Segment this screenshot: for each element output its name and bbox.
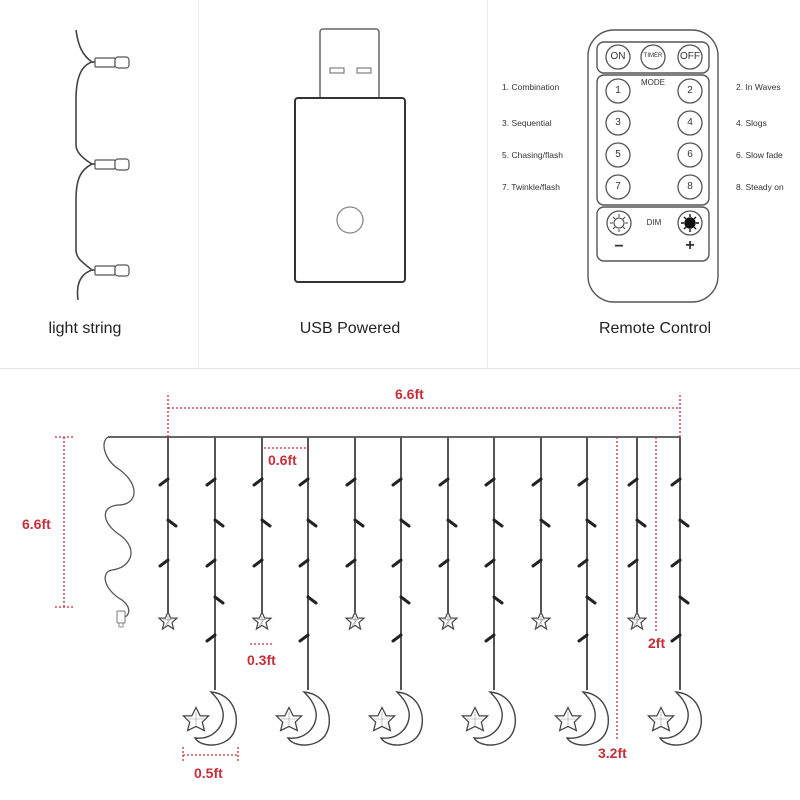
dim-down-sun-icon [610, 214, 628, 232]
mode-button-8: 8 [687, 181, 693, 192]
mode-desc-1: 1. Combination [502, 82, 560, 92]
mode-desc-3: 3. Sequential [502, 118, 552, 128]
caption-usb-powered: USB Powered [299, 320, 401, 337]
panel-divider [198, 0, 199, 368]
on-button: ON [610, 51, 626, 62]
dim-strand-spacing: 0.6ft [268, 452, 297, 468]
timer-button: TIMER [643, 53, 663, 59]
dim-star-width: 0.3ft [247, 652, 276, 668]
mode-button-1: 1 [615, 85, 621, 96]
dim-moon-width: 0.5ft [194, 765, 223, 781]
dim-minus-label: − [614, 238, 624, 255]
mode-desc-2: 2. In Waves [736, 82, 781, 92]
dim-short-strand: 2ft [648, 635, 666, 651]
caption-remote-control: Remote Control [598, 320, 712, 337]
mode-button-6: 6 [687, 149, 693, 160]
dim-up-sun-icon [681, 214, 699, 232]
mode-desc-4: 4. Slogs [736, 118, 767, 128]
mode-desc-8: 8. Steady on [736, 182, 784, 192]
dim-plus-label: + [685, 237, 695, 254]
off-button: OFF [680, 51, 700, 62]
mode-desc-6: 6. Slow fade [736, 150, 783, 160]
panel-divider [487, 0, 488, 368]
dim-long-strand: 3.2ft [598, 745, 627, 761]
mode-button-4: 4 [687, 117, 693, 128]
mode-desc-5: 5. Chasing/flash [502, 150, 563, 160]
mode-button-3: 3 [615, 117, 621, 128]
dim-total-width: 6.6ft [395, 386, 424, 402]
moon-star-ornaments [182, 691, 703, 746]
section-divider [0, 368, 800, 369]
dim-label: DIM [646, 218, 662, 227]
mode-button-7: 7 [615, 181, 621, 192]
caption-light-string: light string [48, 320, 122, 337]
mode-button-2: 2 [687, 85, 693, 96]
star-ornaments [158, 611, 647, 630]
mode-desc-7: 7. Twinkle/flash [502, 182, 560, 192]
mode-button-5: 5 [615, 149, 621, 160]
dim-total-height: 6.6ft [22, 516, 51, 532]
mode-title: MODE [641, 78, 665, 87]
